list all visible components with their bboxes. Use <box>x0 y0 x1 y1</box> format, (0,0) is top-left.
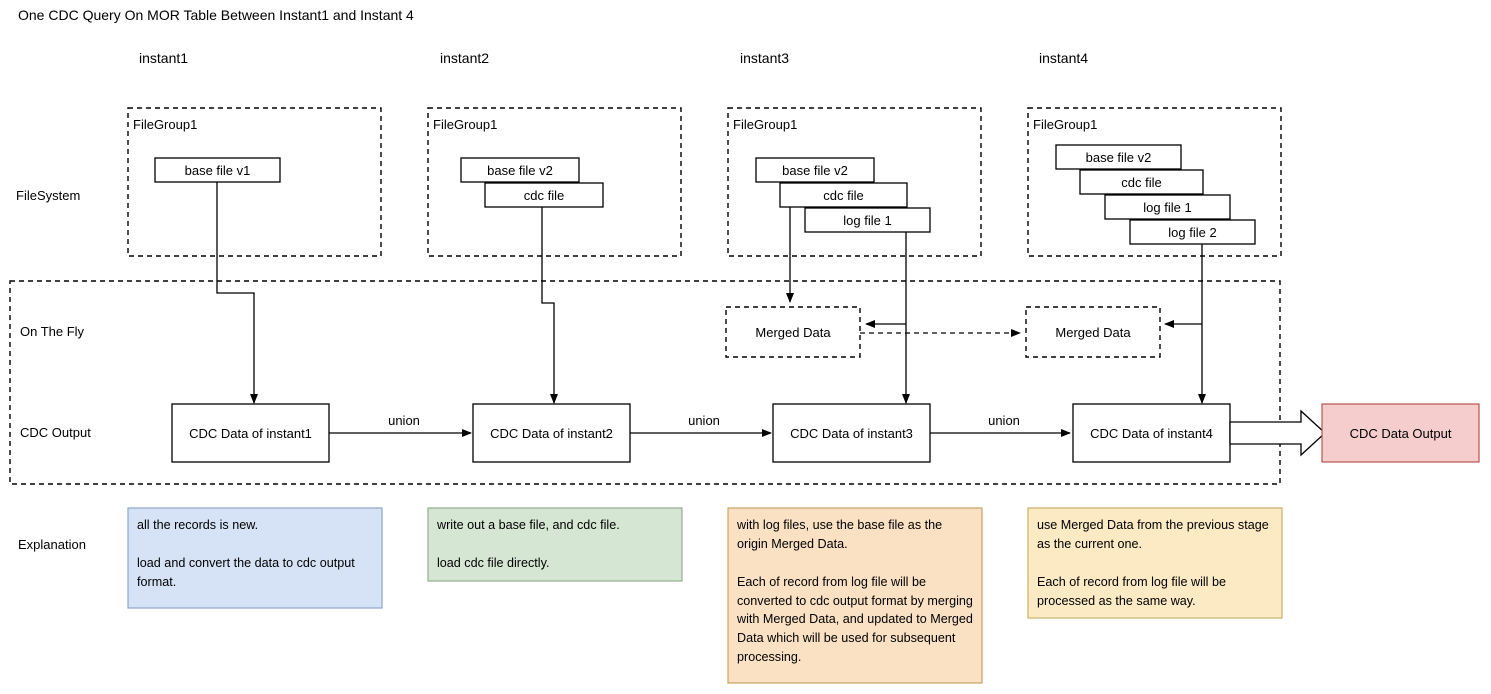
file-box-i4-base-file-v2[interactable]: base file v2 <box>1055 144 1182 170</box>
file-box-label: cdc file <box>823 188 863 203</box>
explanation-box-3: with log files, use the base file as the… <box>727 507 983 684</box>
file-box-base-file-v1[interactable]: base file v1 <box>154 157 281 183</box>
instant-header-1: instant1 <box>139 50 188 66</box>
file-box-i4-log-file-1[interactable]: log file 1 <box>1104 194 1231 220</box>
cdc-data-label: CDC Data of instant1 <box>189 426 312 441</box>
page-title: One CDC Query On MOR Table Between Insta… <box>18 7 414 23</box>
filegroup-label-4: FileGroup1 <box>1033 117 1097 132</box>
file-box-i3-log-file-1[interactable]: log file 1 <box>804 207 931 233</box>
file-box-i4-log-file-2[interactable]: log file 2 <box>1129 219 1256 245</box>
merged-data-node-instant3[interactable]: Merged Data <box>725 306 861 358</box>
row-label-explanation: Explanation <box>18 537 86 552</box>
explanation-text: all the records is new. load and convert… <box>137 518 355 589</box>
merged-data-label: Merged Data <box>755 325 831 340</box>
cdc-data-output-node[interactable]: CDC Data Output <box>1321 403 1480 463</box>
file-box-label: log file 1 <box>843 213 891 228</box>
file-box-label: cdc file <box>1121 175 1161 190</box>
cdc-data-node-instant3[interactable]: CDC Data of instant3 <box>772 403 931 463</box>
filegroup-label-1: FileGroup1 <box>133 117 197 132</box>
file-box-label: log file 2 <box>1168 225 1216 240</box>
file-box-i2-cdc-file[interactable]: cdc file <box>484 182 604 208</box>
merged-data-node-instant4[interactable]: Merged Data <box>1025 306 1161 358</box>
instant-header-2: instant2 <box>440 50 489 66</box>
union-label-1: union <box>388 413 420 428</box>
connector-instant2-cdc-to-cdcdata <box>541 207 558 404</box>
file-box-label: base file v2 <box>1086 150 1152 165</box>
file-box-label: base file v1 <box>185 163 251 178</box>
cdc-data-label: CDC Data of instant3 <box>790 426 913 441</box>
explanation-box-4: use Merged Data from the previous stage … <box>1027 507 1283 619</box>
connector-instant1-base-to-cdc <box>216 182 258 404</box>
file-box-label: base file v2 <box>782 163 848 178</box>
block-arrow-to-output <box>1229 409 1326 457</box>
file-box-i3-base-file-v2[interactable]: base file v2 <box>755 157 875 183</box>
file-box-i4-cdc-file[interactable]: cdc file <box>1079 169 1204 195</box>
file-box-i2-base-file-v2[interactable]: base file v2 <box>460 157 580 183</box>
explanation-box-1: all the records is new. load and convert… <box>127 507 383 609</box>
union-label-2: union <box>688 413 720 428</box>
row-label-cdc-output: CDC Output <box>20 425 91 440</box>
instant-header-3: instant3 <box>740 50 789 66</box>
file-box-label: base file v2 <box>487 163 553 178</box>
filegroup-label-3: FileGroup1 <box>733 117 797 132</box>
file-box-label: cdc file <box>524 188 564 203</box>
cdc-data-node-instant1[interactable]: CDC Data of instant1 <box>171 403 330 463</box>
explanation-box-2: write out a base file, and cdc file. loa… <box>427 507 683 582</box>
processing-region-outline <box>9 280 1281 485</box>
file-box-i3-cdc-file[interactable]: cdc file <box>779 182 908 208</box>
cdc-data-output-label: CDC Data Output <box>1350 426 1452 441</box>
instant-header-4: instant4 <box>1039 50 1088 66</box>
explanation-text: use Merged Data from the previous stage … <box>1037 518 1269 608</box>
union-label-3: union <box>988 413 1020 428</box>
filegroup-label-2: FileGroup1 <box>433 117 497 132</box>
cdc-data-node-instant4[interactable]: CDC Data of instant4 <box>1072 403 1231 463</box>
explanation-text: with log files, use the base file as the… <box>737 518 973 665</box>
row-label-on-the-fly: On The Fly <box>20 324 85 339</box>
file-box-label: log file 1 <box>1143 200 1191 215</box>
cdc-data-node-instant2[interactable]: CDC Data of instant2 <box>472 403 631 463</box>
merged-data-label: Merged Data <box>1055 325 1131 340</box>
explanation-text: write out a base file, and cdc file. loa… <box>437 518 620 570</box>
cdc-data-label: CDC Data of instant2 <box>490 426 613 441</box>
cdc-data-output-rect <box>1321 403 1480 463</box>
cdc-data-label: CDC Data of instant4 <box>1090 426 1213 441</box>
row-label-filesystem: FileSystem <box>16 188 80 203</box>
